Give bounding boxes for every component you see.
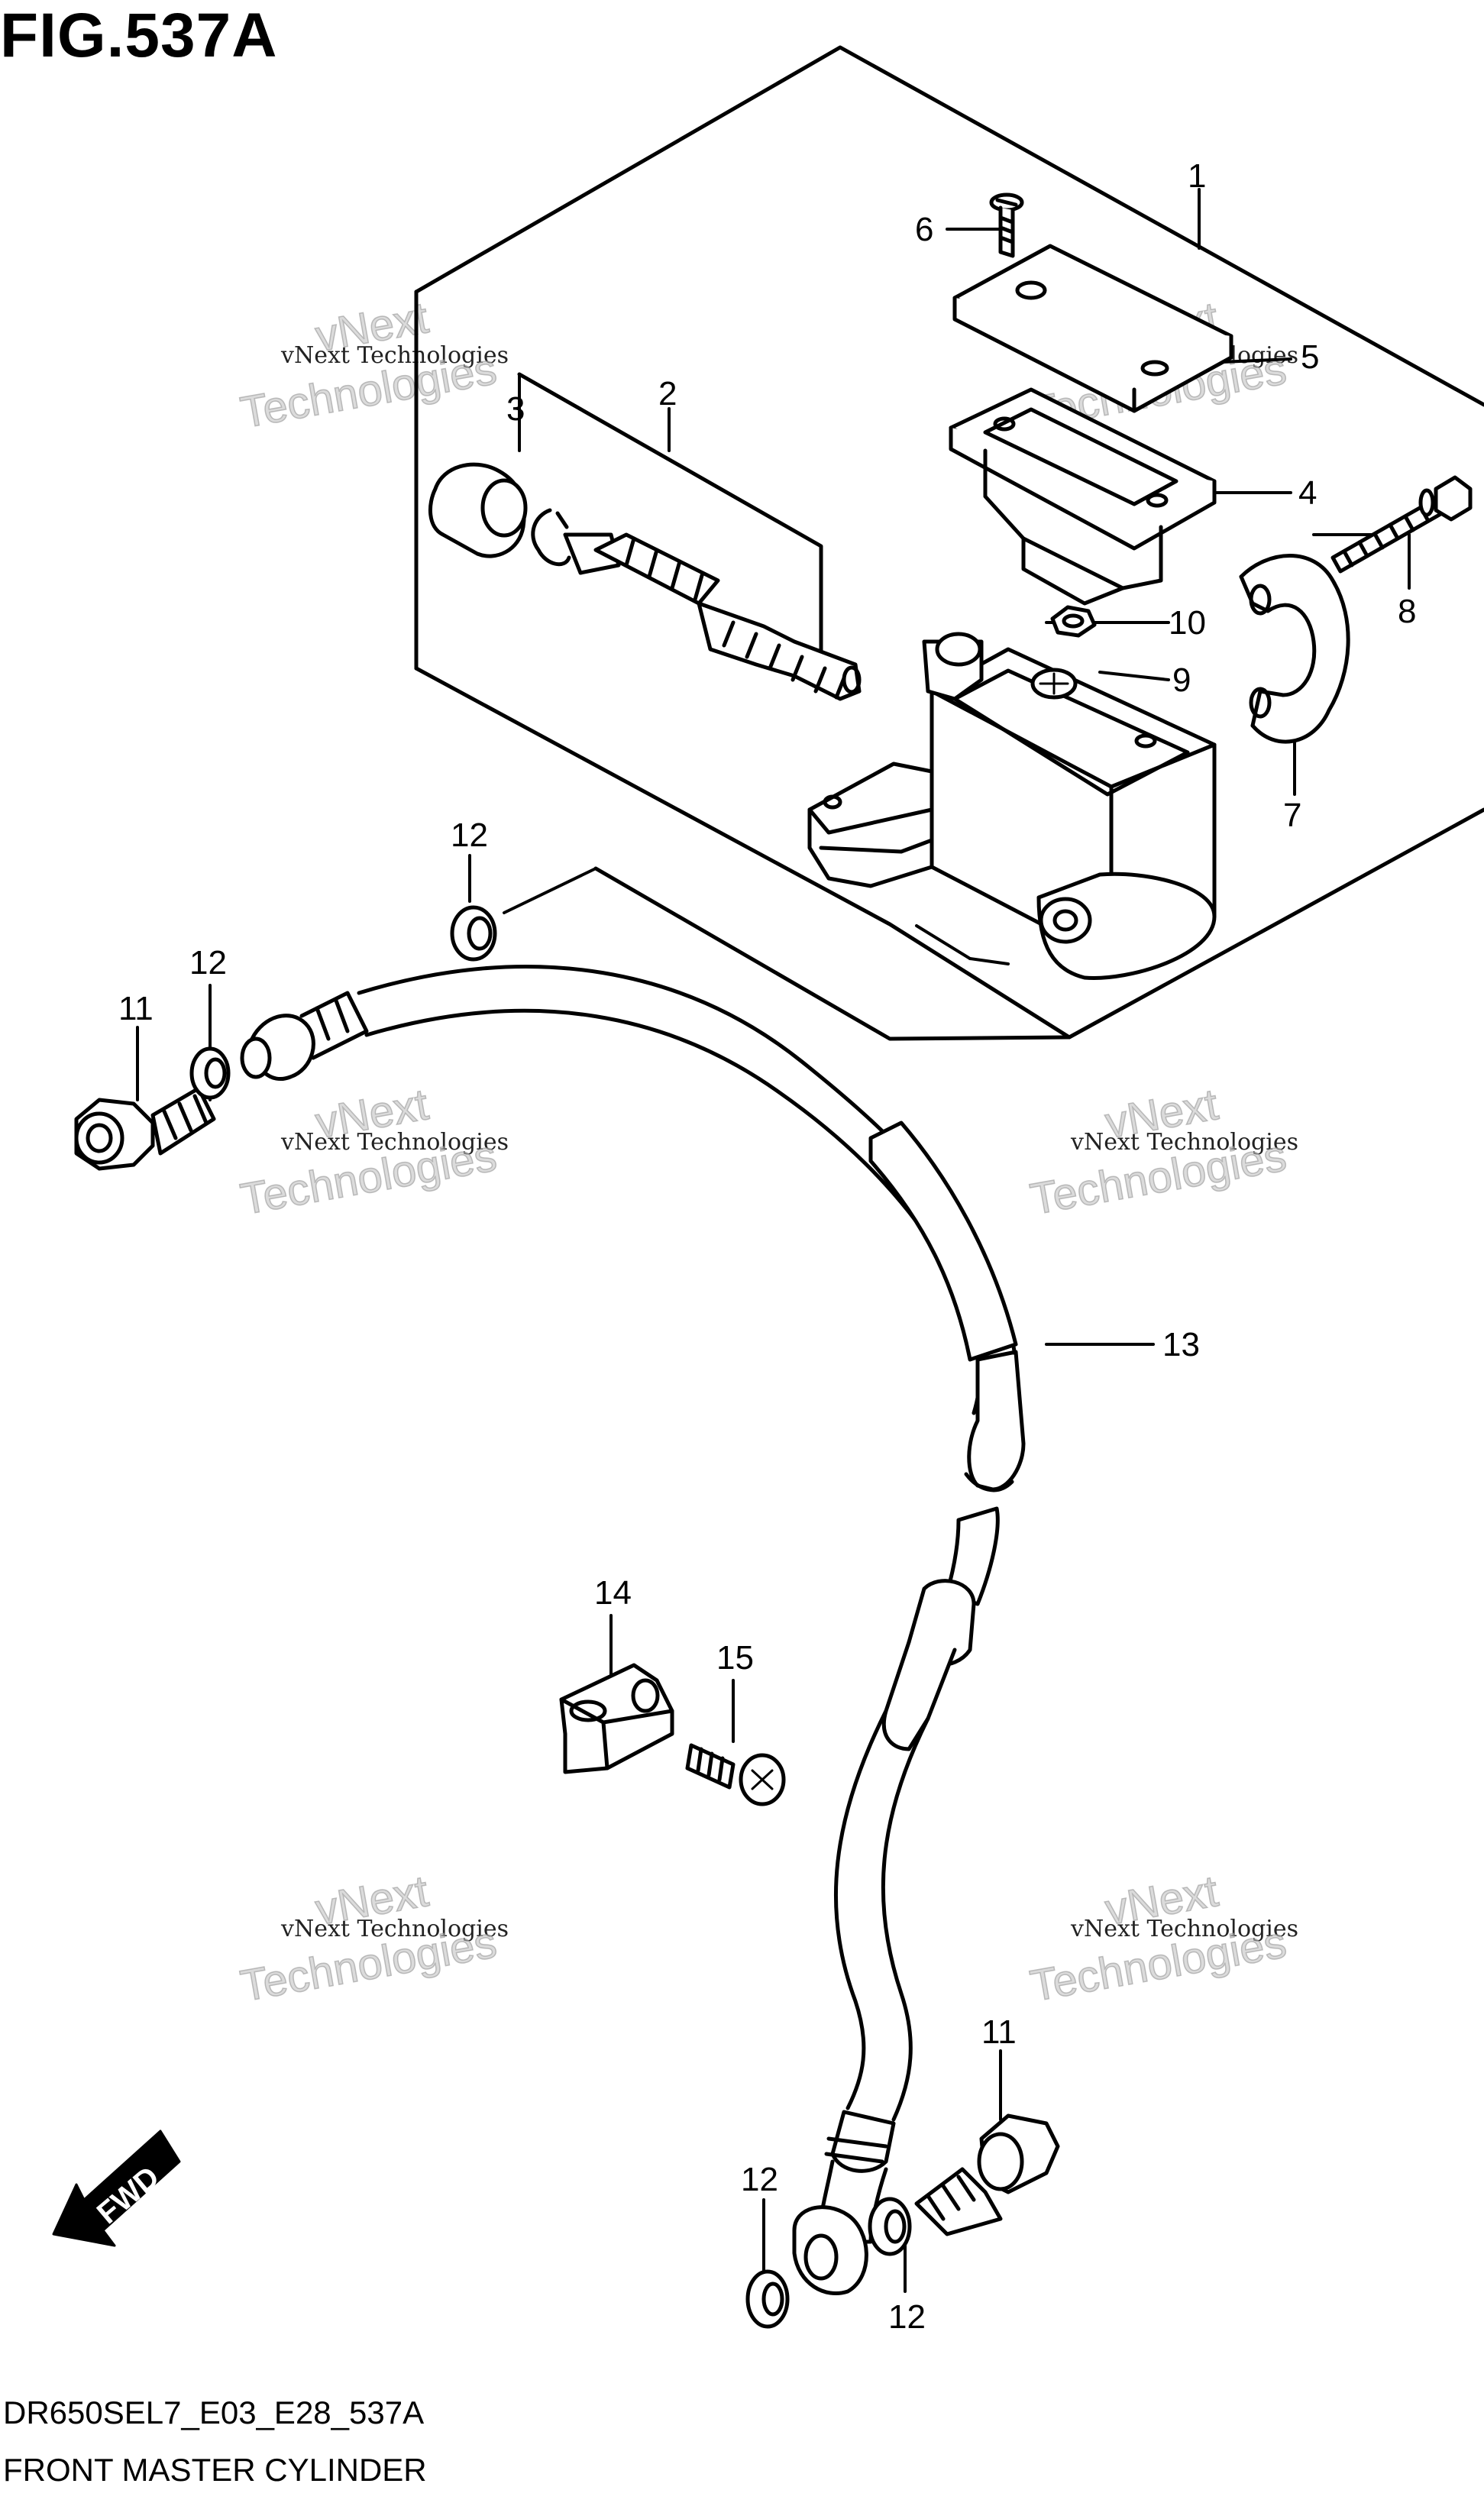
callout-8: 8 <box>1398 593 1416 630</box>
assembly-outline <box>414 45 1484 1041</box>
callout-4: 4 <box>1298 474 1317 512</box>
callout-15: 15 <box>716 1639 754 1677</box>
washer-12-bottom-right <box>868 2197 912 2256</box>
screw-6 <box>989 192 1024 258</box>
brake-hose <box>240 965 1026 2296</box>
diaphragm-plate <box>949 387 1217 606</box>
callout-numbers: 1 2 3 4 5 6 7 8 9 10 11 12 12 13 14 15 1… <box>118 157 1416 2336</box>
callout-1: 1 <box>1188 157 1206 195</box>
washer-12-top <box>450 905 497 962</box>
callout-9: 9 <box>1172 661 1191 699</box>
fwd-arrow: FWD <box>52 2129 181 2247</box>
callout-5: 5 <box>1301 338 1319 376</box>
callout-3: 3 <box>506 390 525 428</box>
piston-assembly <box>428 462 862 701</box>
union-bolt-11-left <box>74 1046 231 1171</box>
piston-subassembly-outline <box>517 372 823 690</box>
hose-clamp <box>559 1663 674 1774</box>
callout-13: 13 <box>1162 1326 1200 1363</box>
callout-2: 2 <box>658 375 677 412</box>
callout-12-left: 12 <box>189 944 227 981</box>
leader-lines <box>136 188 1411 2293</box>
washer-10 <box>1050 605 1097 638</box>
callout-10: 10 <box>1169 604 1206 642</box>
callout-11-right: 11 <box>981 2013 1017 2051</box>
union-bolt-11-right <box>914 2113 1060 2236</box>
callout-14: 14 <box>594 1574 632 1612</box>
callout-7: 7 <box>1283 797 1301 834</box>
washer-12-bottom-left <box>745 2269 790 2329</box>
callout-11-left: 11 <box>118 990 154 1027</box>
callout-12-top: 12 <box>451 817 488 854</box>
figure-title: FIG.537A <box>0 1 278 70</box>
handlebar-clamp <box>1239 554 1350 744</box>
reservoir-cap <box>952 244 1233 413</box>
callout-12-bottom-right: 12 <box>888 2298 926 2336</box>
bolt-8 <box>1330 475 1473 574</box>
figure-code: DR650SEL7_E03_E28_537A <box>3 2395 425 2430</box>
callout-12-bottom-left: 12 <box>741 2161 778 2198</box>
master-cylinder-body <box>807 632 1217 980</box>
screw-15 <box>685 1743 786 1806</box>
figure-name: FRONT MASTER CYLINDER <box>3 2452 427 2488</box>
callout-6: 6 <box>915 211 933 248</box>
